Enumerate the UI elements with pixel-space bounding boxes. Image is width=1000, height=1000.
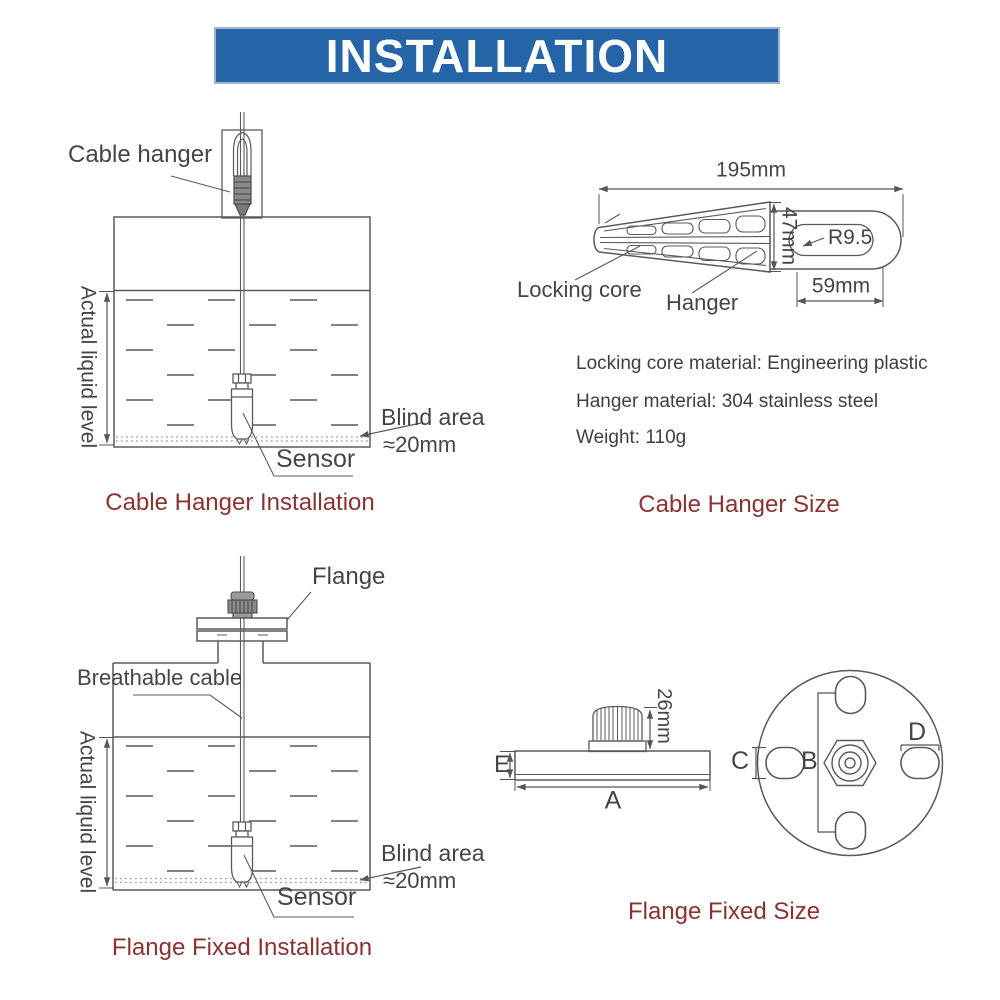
caption-cable-hanger-size: Cable Hanger Size <box>638 490 840 518</box>
hanger-tongue <box>770 210 902 270</box>
cable-hanger-label: Cable hanger <box>68 141 213 168</box>
title-bar: INSTALLATION <box>214 27 780 84</box>
cable-gland <box>227 591 258 619</box>
flange-plate-upper <box>196 617 288 630</box>
dim-26mm <box>644 707 657 750</box>
leader-cable-hanger <box>170 175 231 193</box>
flange-side-plate <box>514 750 711 781</box>
cable-hanger-size-drawing <box>574 185 904 307</box>
dim-liquid-level <box>99 737 114 889</box>
dim-195mm <box>598 185 904 237</box>
sensor-probe <box>230 373 254 446</box>
flange-slots <box>765 675 940 850</box>
dim-e-label: E <box>494 751 511 778</box>
tank-outline <box>112 641 371 891</box>
leader-blind-area <box>359 866 422 882</box>
spec-locking-core-material: Locking core material: Engineering plast… <box>576 353 928 374</box>
leader-hanger <box>691 250 758 294</box>
leader-locking-core <box>574 245 641 281</box>
sensor-probe <box>230 821 254 889</box>
leader-flange <box>286 591 312 621</box>
leader-r95 <box>802 237 825 247</box>
dim-47mm <box>768 202 781 272</box>
flange-label: Flange <box>312 563 386 590</box>
dim-liquid-level <box>99 291 114 446</box>
dim-b <box>817 692 836 833</box>
dim-d <box>900 744 940 751</box>
dim-a <box>514 781 711 791</box>
flange-top-view-circle <box>756 669 944 857</box>
tank-outline <box>113 216 371 448</box>
cable-hanger-installation-drawing <box>99 112 422 477</box>
page-title: INSTALLATION <box>325 29 669 82</box>
blind-area-value-2: ≈20mm <box>383 868 457 893</box>
hanger-slots <box>626 215 766 265</box>
caption-flange-fixed-size: Flange Fixed Size <box>627 897 821 925</box>
sensor-label-1: Sensor <box>276 445 356 473</box>
spec-weight: Weight: 110g <box>576 427 687 448</box>
dim-59mm-label: 59mm <box>811 274 871 298</box>
tongue-slot <box>788 223 874 257</box>
caption-cable-hanger-installation: Cable Hanger Installation <box>105 488 375 516</box>
blind-area-value-1: ≈20mm <box>383 432 457 457</box>
dim-c <box>752 746 766 780</box>
dim-195mm-label: 195mm <box>715 158 787 182</box>
dim-26mm-label: 26mm <box>653 688 675 744</box>
leader-blind-area <box>359 422 422 438</box>
spec-hanger-material: Hanger material: 304 stainless steel <box>576 391 879 412</box>
breathable-cable-label: Breathable cable <box>77 665 243 690</box>
caption-flange-fixed-installation: Flange Fixed Installation <box>111 933 373 961</box>
hanger-taper-body <box>593 201 771 273</box>
dim-d-label: D <box>908 718 927 746</box>
dim-59mm <box>796 266 884 307</box>
sensor-label-2: Sensor <box>277 883 357 911</box>
blind-area-label-1: Blind area <box>381 404 485 430</box>
dim-e <box>500 751 515 780</box>
center-nut <box>823 739 877 787</box>
flange-fixed-size-drawing <box>500 669 944 857</box>
liquid-level-label-1: Actual liquid level <box>76 285 100 449</box>
leader-sensor <box>243 854 354 918</box>
dim-47mm-label: 47mm <box>777 206 801 266</box>
hanger-label: Hanger <box>666 290 739 315</box>
gland-side-view <box>588 705 647 753</box>
liquid-level-label-2: Actual liquid level <box>75 730 99 894</box>
flange-plate-lower <box>196 630 288 642</box>
dim-a-label: A <box>604 786 622 815</box>
cable-line <box>239 112 245 374</box>
locking-core-label: Locking core <box>517 277 642 302</box>
dim-r95-label: R9.5 <box>828 226 873 249</box>
leader-sensor <box>242 412 353 477</box>
cable-hanger-device <box>232 131 252 216</box>
leader-breathable-cable <box>133 694 243 719</box>
blind-area-label-2: Blind area <box>381 840 485 866</box>
cable-hanger-box <box>221 129 263 219</box>
dim-c-label: C <box>731 747 750 775</box>
flange-fixed-installation-drawing <box>99 556 422 918</box>
dim-b-label: B <box>801 747 818 775</box>
